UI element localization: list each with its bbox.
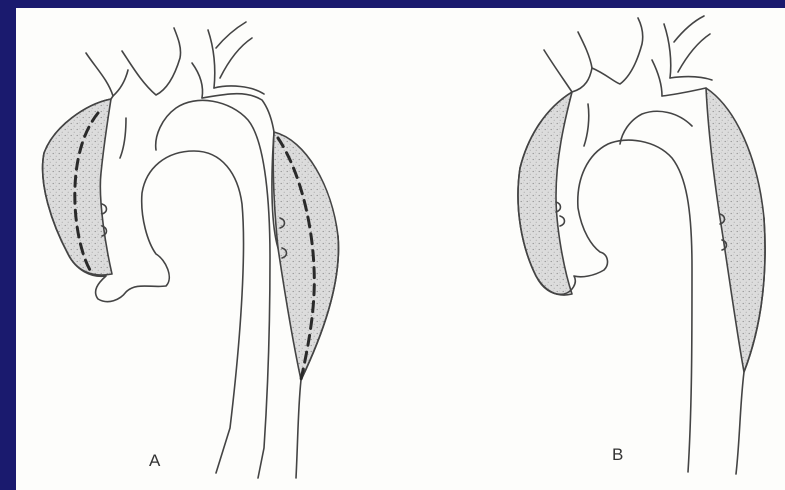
panel-label-b: B bbox=[612, 446, 623, 463]
aorta-inner-wall-b bbox=[584, 104, 692, 146]
ascending-aneurysm-a bbox=[43, 99, 112, 275]
aorta-outer-wall-a bbox=[43, 53, 244, 473]
branch-vessel-b2 bbox=[592, 18, 643, 84]
branch-vessel-b3 bbox=[652, 16, 710, 96]
panel-label-a: A bbox=[149, 452, 160, 469]
ascending-aneurysm-b bbox=[518, 92, 572, 295]
aorta-inner-wall-a bbox=[120, 100, 270, 478]
aorta-illustration bbox=[16, 8, 785, 490]
branch-vessel-a1 bbox=[122, 28, 181, 95]
aorta-panel-a bbox=[43, 22, 339, 478]
branch-vessel-b1 bbox=[572, 32, 592, 92]
diagram-paper: A B bbox=[16, 8, 785, 490]
aorta-panel-b bbox=[518, 16, 765, 474]
descending-aneurysm-a bbox=[273, 132, 338, 380]
